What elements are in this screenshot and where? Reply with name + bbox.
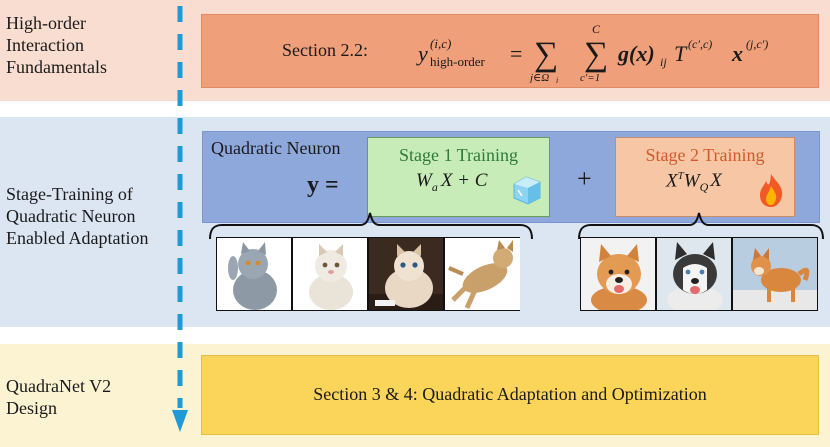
stage-2-label: Stage 2 Training: [645, 145, 765, 165]
svg-text:=: =: [510, 41, 522, 66]
quadratic-adaptation-box: Section 3 & 4: Quadratic Adaptation and …: [201, 355, 819, 435]
cat-photo-3: [368, 237, 444, 311]
cat-photo-2: [292, 237, 368, 311]
cat-images-bracket: [209, 212, 533, 240]
sum2-subscript: c′=1: [580, 72, 600, 83]
formula-y-sup: (i,c): [430, 36, 451, 51]
dog-images-bracket: [578, 212, 824, 240]
row-label-fundamentals: High-order Interaction Fundamentals: [6, 13, 107, 77]
formula-y: y: [416, 41, 428, 66]
sum-symbol-2: ∑: [584, 36, 608, 73]
ice-cube-icon: [513, 176, 541, 205]
sum2-upper: C: [592, 22, 601, 36]
quadratic-neuron-title: Quadratic Neuron: [211, 138, 341, 158]
sum1-subscript: j∈Ω: [528, 72, 549, 83]
section-2-2-label: Section 2.2:: [282, 40, 368, 60]
cat-photo-4: [444, 237, 520, 311]
cat-photo-1: [216, 237, 292, 311]
sum-symbol-1: ∑: [534, 36, 558, 73]
formula-t: T: [674, 41, 688, 66]
high-order-formula-box: Section 2.2: y (i,c) high-order = ∑ j∈Ω …: [201, 14, 819, 88]
high-order-formula: y (i,c) high-order = ∑ j∈Ω i ∑ C c′=1 g(…: [416, 22, 768, 83]
formula-y-sub: high-order: [430, 54, 486, 69]
arrow-head-icon: [172, 410, 188, 432]
formula-x: x: [731, 41, 743, 66]
flow-arrow: [172, 6, 188, 432]
svg-text:(j,c′): (j,c′): [746, 37, 768, 51]
svg-text:(c′,c): (c′,c): [688, 37, 712, 51]
stage-1-label: Stage 1 Training: [398, 145, 518, 165]
dog-photo-1: [580, 237, 656, 311]
formula-g: g(x): [617, 41, 655, 66]
y-equals: y =: [307, 172, 339, 198]
dog-photo-3: [732, 237, 818, 311]
row-label-design: QuadraNet V2 Design: [6, 376, 112, 418]
fire-icon: [760, 174, 783, 207]
plus-sign: +: [577, 164, 592, 193]
dog-photo-2: [656, 237, 732, 311]
row-label-stage-training: Stage-Training of Quadratic Neuron Enabl…: [6, 184, 149, 248]
svg-text:ij: ij: [660, 55, 667, 69]
section-3-4-label: Section 3 & 4: Quadratic Adaptation and …: [313, 384, 707, 404]
svg-text:i: i: [556, 76, 558, 83]
